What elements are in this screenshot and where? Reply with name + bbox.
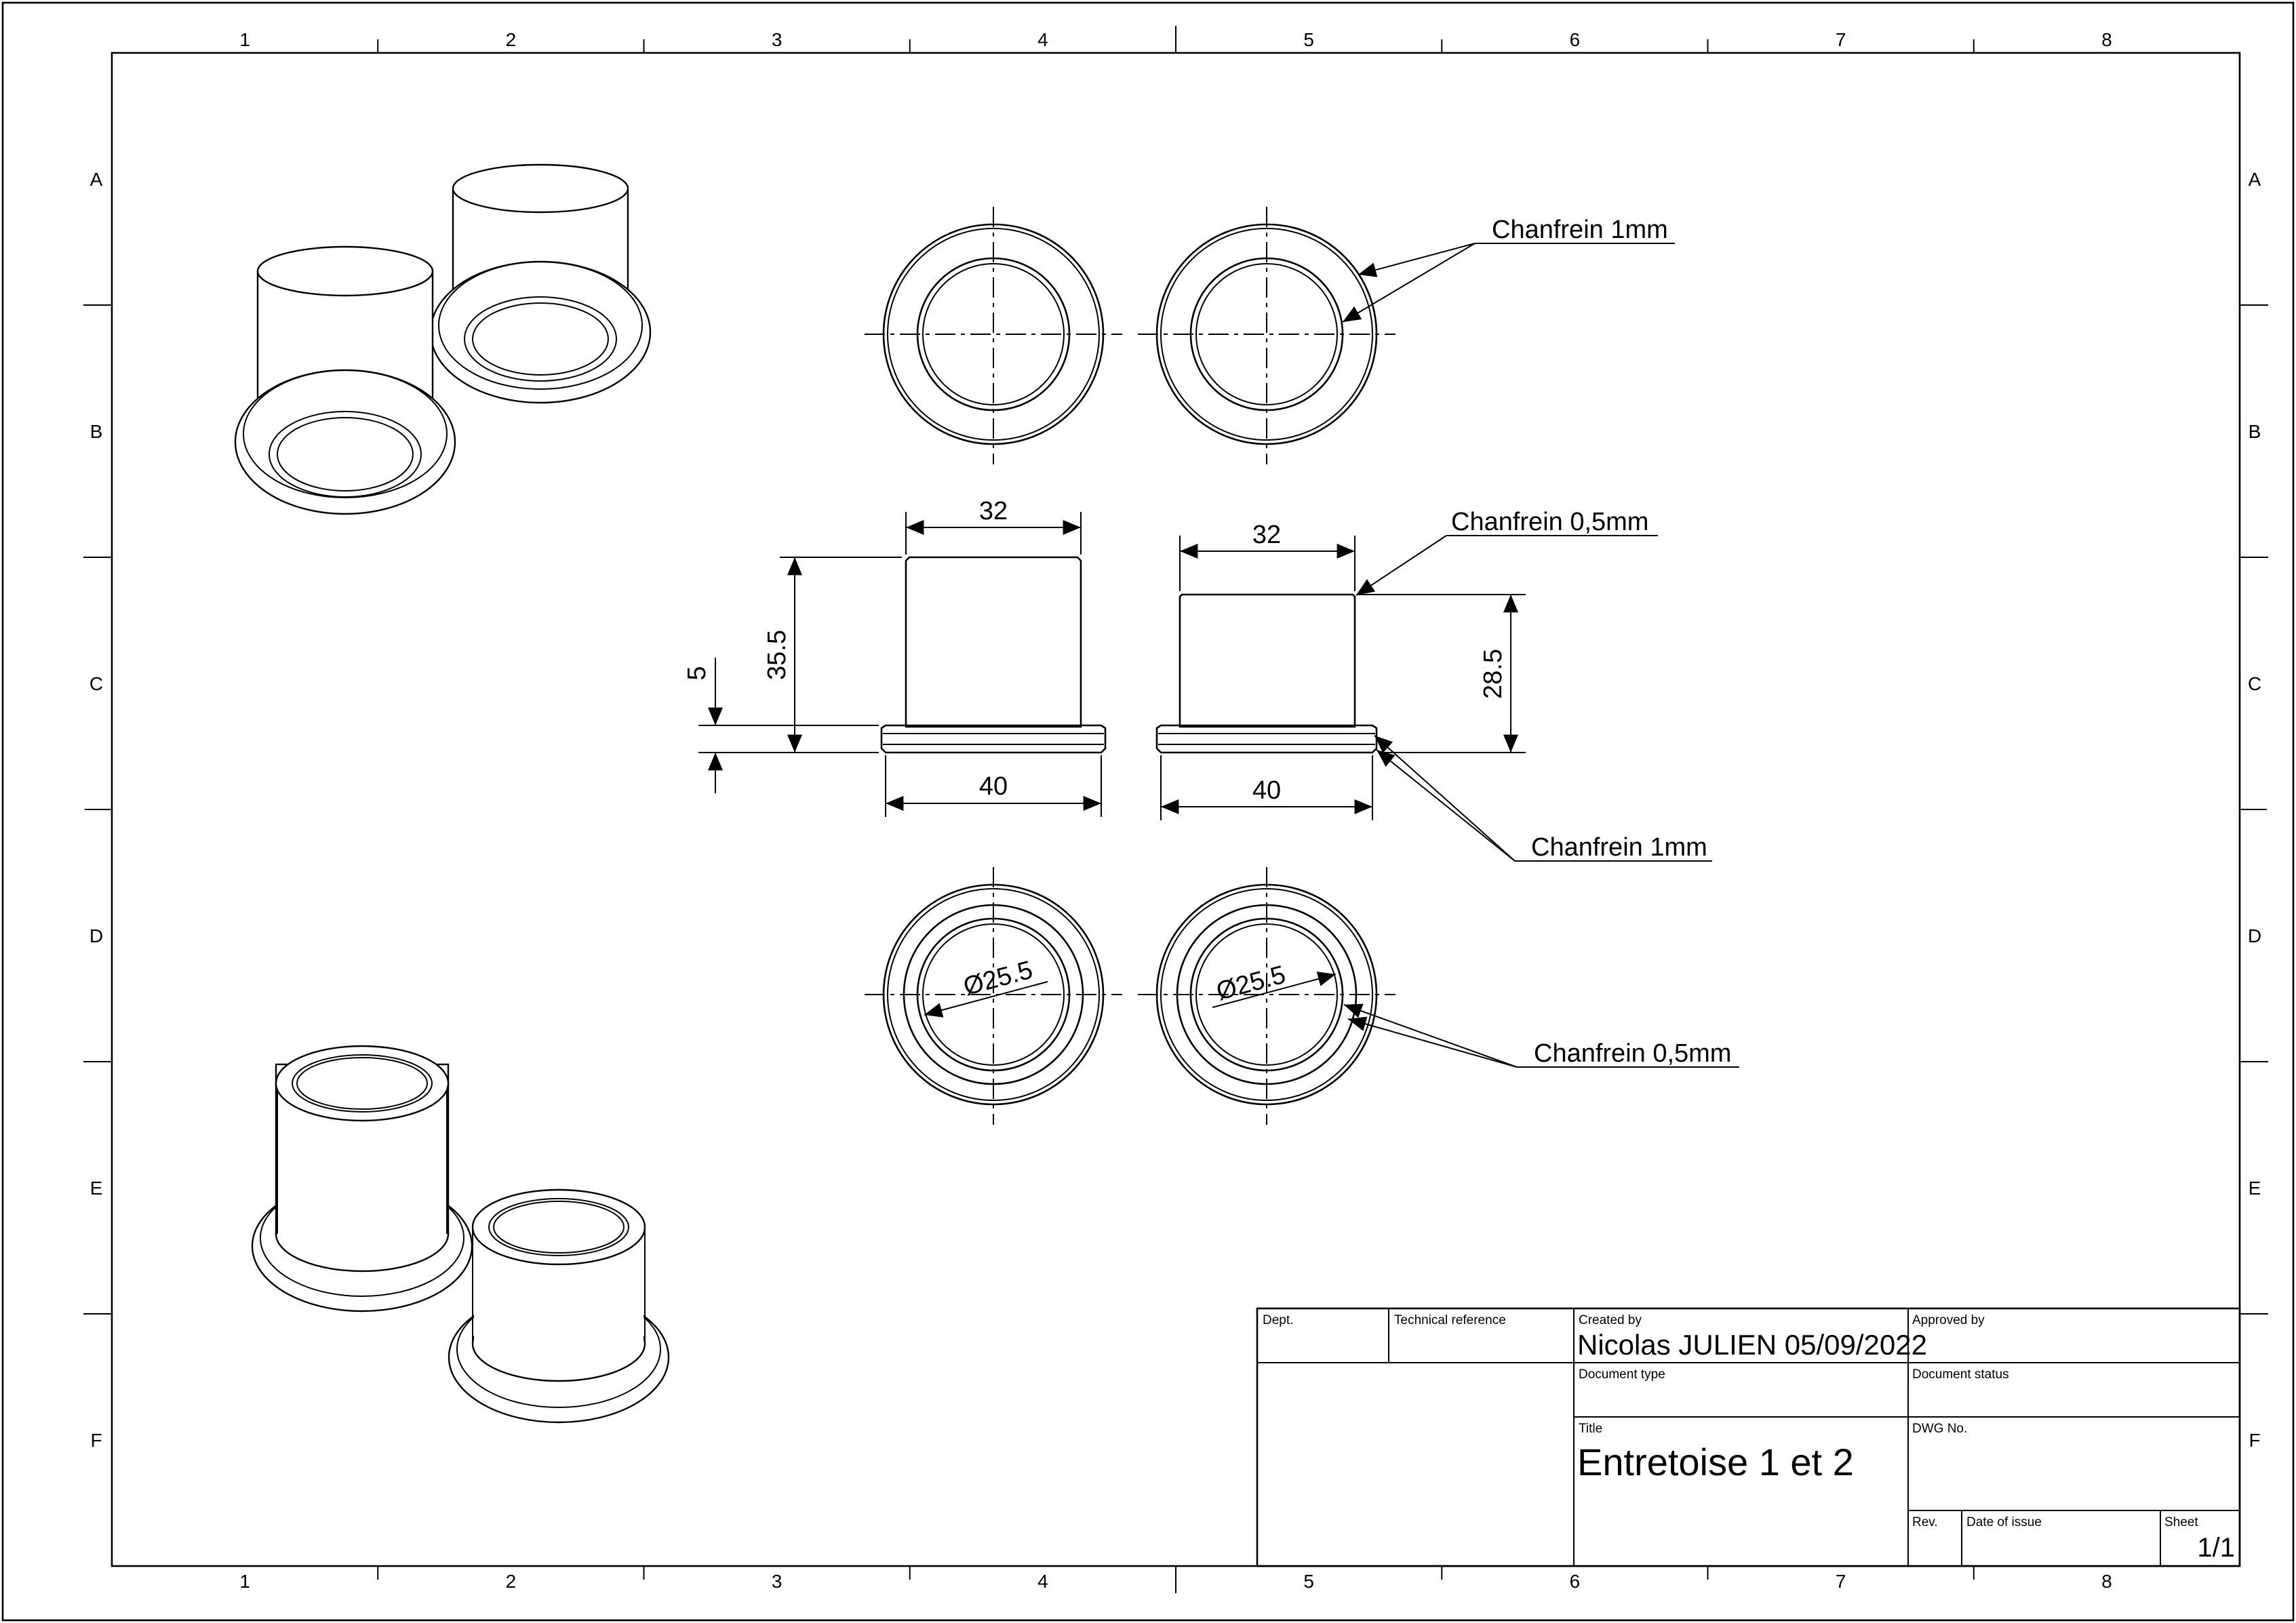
top-view-left [865,207,1122,464]
label-document-status: Document status [1912,1367,2009,1382]
label-technical-reference: Technical reference [1394,1313,1506,1327]
dim-right-height: 28.5 [1479,649,1507,699]
zone-row-label-left: E [90,1178,103,1199]
zone-column-label-top: 8 [2101,29,2112,50]
zone-column-label-top: 6 [1570,29,1581,50]
label-title: Title [1579,1422,1602,1436]
zone-column-label-top: 3 [772,29,783,50]
title-block: Dept. Technical reference Created by Nic… [1256,1307,2241,1567]
label-dwg-no: DWG No. [1912,1422,1967,1436]
zone-column-label-bottom: 3 [772,1571,783,1592]
zone-row-label-left: D [90,925,103,946]
zone-row-label-left: F [90,1430,102,1451]
isometric-view-top [234,163,652,515]
bottom-view-right [1138,867,1396,1125]
front-view-left [880,556,1107,754]
zone-row-label-left: B [90,421,103,442]
dim-right-top-width: 32 [1252,521,1281,549]
dim-left-flange: 5 [683,666,711,680]
zone-row-label-right: E [2249,1178,2261,1199]
zone-row-label-right: C [2248,673,2261,694]
label-date-of-issue: Date of issue [1966,1515,2042,1529]
value-sheet: 1/1 [2197,1533,2235,1563]
zone-column-label-bottom: 7 [1836,1571,1846,1592]
label-created-by: Created by [1579,1313,1642,1327]
zone-row-label-left: C [90,673,103,694]
bottom-view-left [865,867,1122,1125]
label-dept: Dept. [1263,1313,1293,1327]
zone-column-label-bottom: 6 [1570,1571,1581,1592]
value-title: Entretoise 1 et 2 [1577,1441,1854,1483]
note-top-chamfer: Chanfrein 1mm [1492,216,1668,244]
dim-left-top-width: 32 [979,497,1008,525]
label-sheet: Sheet [2164,1515,2198,1529]
zone-row-label-right: F [2249,1430,2260,1451]
zone-column-label-top: 1 [239,29,250,50]
dim-left-height: 35.5 [763,630,791,680]
front-view-right [1155,593,1378,754]
zone-column-label-top: 7 [1836,29,1846,50]
dim-right-bore: Ø25.5 [1213,961,1288,1006]
note-bottom-chamfer: Chanfrein 0,5mm [1534,1039,1731,1068]
label-approved-by: Approved by [1912,1313,1985,1327]
zone-column-label-top: 5 [1303,29,1314,50]
zone-column-label-bottom: 8 [2101,1571,2112,1592]
zone-column-label-bottom: 5 [1303,1571,1314,1592]
dim-left-bottom-width: 40 [979,772,1008,801]
bore-dimensions: Ø25.5 Ø25.5 [924,956,1337,1018]
note-mid-chamfer-top: Chanfrein 0,5mm [1451,508,1648,536]
chamfer-notes: Chanfrein 1mm Chanfrein 0,5mm Chanfrein … [1342,216,1739,1068]
isometric-view-bottom [251,1045,670,1424]
zone-row-label-left: A [90,169,103,190]
zone-column-label-bottom: 1 [239,1571,250,1592]
zone-row-label-right: D [2248,925,2261,946]
top-view-right [1138,207,1396,464]
value-created-by: Nicolas JULIEN 05/09/2022 [1577,1329,1927,1361]
zone-column-label-bottom: 4 [1037,1571,1048,1592]
dimensions-right: 32 28.5 40 [1160,521,1526,820]
note-mid-chamfer-bottom: Chanfrein 1mm [1531,833,1707,862]
zone-column-label-top: 4 [1037,29,1048,50]
zone-column-label-top: 2 [506,29,517,50]
label-rev: Rev. [1912,1515,1938,1529]
zone-row-label-right: A [2249,169,2261,190]
dim-right-bottom-width: 40 [1252,776,1281,805]
zone-column-label-bottom: 2 [506,1571,517,1592]
label-document-type: Document type [1579,1367,1665,1382]
zone-row-label-right: B [2249,421,2261,442]
dimensions-left: 32 35.5 5 40 [683,497,1102,817]
